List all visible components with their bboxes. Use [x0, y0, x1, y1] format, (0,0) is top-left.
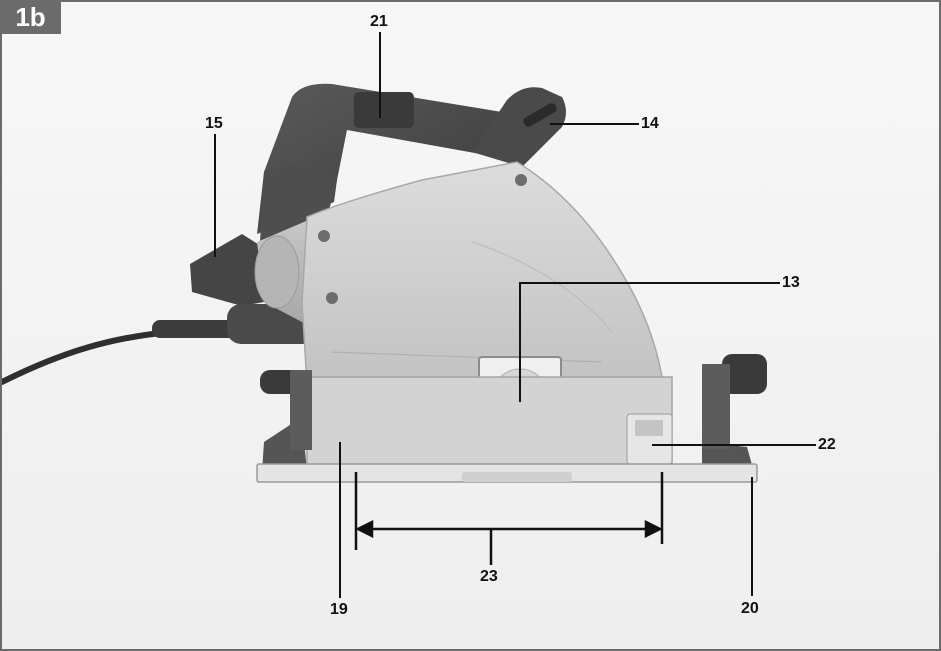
callout-15: 15 [205, 115, 223, 132]
callout-21: 21 [370, 13, 388, 30]
callout-22: 22 [818, 436, 836, 453]
figure-label: 1b [0, 0, 61, 34]
front-grip [472, 87, 566, 167]
callout-14: 14 [641, 115, 659, 132]
dust-port [190, 234, 264, 306]
screw [515, 174, 527, 186]
callout-13: 13 [782, 274, 800, 291]
screw [318, 230, 330, 242]
callout-20: 20 [741, 600, 759, 617]
trigger-switch [354, 92, 414, 128]
screw [326, 292, 338, 304]
cord-strain-relief [152, 320, 237, 338]
callout-19: 19 [330, 601, 348, 618]
cutting-length-dimension [354, 472, 664, 565]
front-knob [722, 354, 767, 394]
leader-lines [214, 32, 816, 598]
motor-cap [254, 235, 300, 309]
lower-body [306, 376, 673, 473]
callout-23: 23 [480, 568, 498, 585]
